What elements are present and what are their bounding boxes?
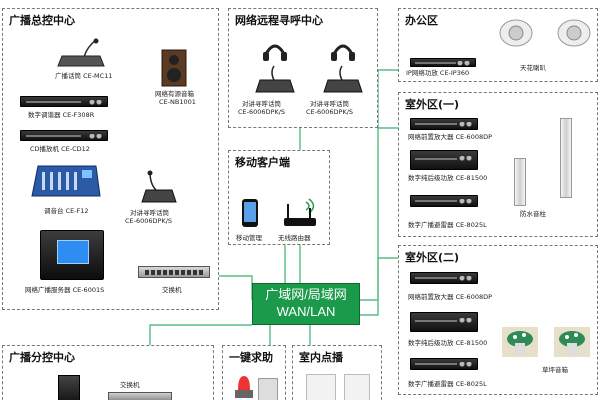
screen-icon: [57, 240, 89, 264]
o2-pre-label: 网络前置放大器 CE-6008DP: [408, 293, 493, 301]
column-speaker-icon: [514, 158, 526, 206]
power-amp-device: [410, 150, 478, 170]
mixer-device: [31, 165, 101, 197]
zone-title: 办公区: [405, 14, 438, 27]
zone-remote-paging: 网络远程寻呼中心: [228, 8, 378, 128]
zone-office: 办公区: [398, 8, 598, 82]
switch-device: [108, 392, 172, 400]
ceiling-speaker-icon: [557, 19, 591, 47]
phone-label: 移动管理: [236, 234, 262, 242]
zone-title: 室外区(一): [405, 98, 460, 111]
server-label: 网络广播服务器 CE-6001S: [25, 286, 105, 294]
router-icon: [284, 198, 316, 226]
preamp-device: [410, 118, 478, 130]
speaker-panel-icon: [344, 374, 370, 400]
speaker-box-model: CE-NB1001: [159, 98, 196, 106]
power-amp-device: [410, 312, 478, 332]
headset-mic-icon: [323, 44, 363, 93]
network-hub: 广域网/局域网 WAN/LAN: [252, 283, 360, 325]
column-speaker-icon: [560, 118, 572, 198]
tuner-device: [20, 96, 108, 107]
ip-amp-label: IP网络功放 CE-IP360: [406, 69, 470, 77]
sub-switch-label: 交换机: [120, 381, 140, 389]
headset-mic-icon: [255, 44, 295, 93]
paging-main-label-1: 对讲寻呼话筒: [130, 209, 169, 217]
paging-mic-icon: [141, 170, 177, 203]
preamp-device: [410, 272, 478, 284]
server-device: [40, 230, 104, 280]
o1-alarm-label: 数字广播避雷器 CE-8025L: [408, 221, 487, 229]
remote2-label-1: 对讲寻呼话筒: [310, 100, 349, 108]
ceiling-label: 天花喇叭: [520, 64, 546, 72]
network-label-en: WAN/LAN: [276, 304, 336, 319]
network-label-cn: 广域网/局域网: [265, 287, 347, 302]
speaker-box-label: 网络有源音箱: [155, 90, 194, 98]
surge-arrester-device: [410, 195, 478, 207]
o1-pre-label: 网络前置放大器 CE-6008DP: [408, 133, 493, 141]
ip-amp-device: [410, 58, 476, 67]
switch-device: [138, 266, 210, 278]
switch-label: 交换机: [162, 286, 182, 294]
zone-title: 室外区(二): [405, 251, 460, 264]
column-label: 防水音柱: [520, 210, 546, 218]
lawn-speaker-icon: [554, 327, 590, 357]
o1-amp-label: 数字纯后级功放 CE-81500: [408, 174, 488, 182]
tuner-label: 数字调谐器 CE-F308R: [28, 111, 95, 119]
zone-sub-control: 广播分控中心: [2, 345, 214, 400]
zone-title: 广播分控中心: [9, 351, 75, 364]
remote1-label-1: 对讲寻呼话筒: [242, 100, 281, 108]
zone-title: 移动客户端: [235, 156, 290, 169]
mic-label: 广播话筒 CE-MC11: [55, 72, 113, 80]
terminal-icon: [306, 374, 336, 400]
help-panel-icon: [258, 378, 278, 400]
mixer-label: 调音台 CE-F12: [44, 207, 89, 215]
lawn-speaker-icon: [502, 327, 538, 357]
o2-amp-label: 数字纯后级功放 CE-81500: [408, 339, 488, 347]
pc-tower-icon: [58, 375, 80, 400]
paging-main-label-2: CE-6006DPK/S: [125, 217, 173, 225]
zone-title: 网络远程寻呼中心: [235, 14, 323, 27]
zone-mobile-client: 移动客户端: [228, 150, 330, 245]
surge-arrester-device: [410, 358, 478, 370]
active-speaker-icon: [161, 49, 187, 87]
lawn-label: 草坪音箱: [542, 366, 568, 374]
cd-label: CD播放机 CE-CD12: [30, 145, 90, 153]
ceiling-speaker-icon: [499, 19, 533, 47]
phone-icon: [242, 199, 258, 227]
remote2-label-2: CE-6006DPK/S: [306, 108, 354, 116]
router-label: 无线路由器: [278, 234, 311, 242]
alarm-light-icon: [235, 376, 253, 398]
o2-alarm-label: 数字广播避雷器 CE-8025L: [408, 380, 487, 388]
zone-title: 室内点播: [299, 351, 343, 364]
microphone-icon: [57, 38, 105, 67]
zone-title: 广播总控中心: [9, 14, 75, 27]
zone-title: 一键求助: [229, 351, 273, 364]
remote1-label-2: CE-6006DPK/S: [238, 108, 286, 116]
cd-player-device: [20, 130, 108, 141]
